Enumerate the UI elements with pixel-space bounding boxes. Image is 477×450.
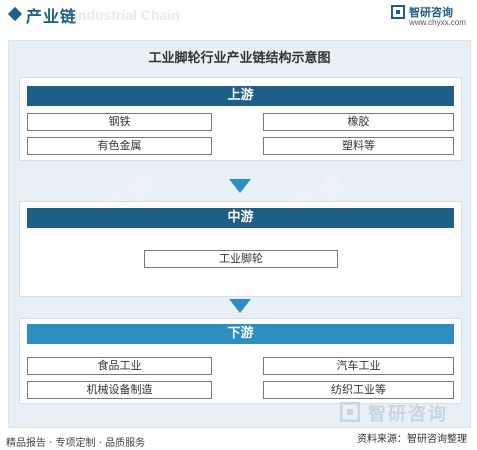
watermark-logo-text: 智研咨询 bbox=[368, 404, 448, 425]
down-arrow-icon bbox=[229, 299, 251, 313]
down-arrow-icon bbox=[229, 179, 251, 193]
footer-slogan: 精品报告 · 专项定制 · 品质服务 bbox=[6, 438, 146, 449]
downstream-item: 汽车工业 bbox=[263, 357, 454, 375]
upstream-item: 橡胶 bbox=[263, 113, 454, 131]
brand-name: 智研咨询 bbox=[409, 6, 453, 19]
page-header: 产业链 Industrial Chain 智研咨询 www.chyxx.com bbox=[0, 0, 477, 30]
midstream-item: 工业脚轮 bbox=[144, 250, 338, 268]
diagram-title: 工业脚轮行业产业链结构示意图 bbox=[148, 51, 331, 66]
upstream-item: 塑料等 bbox=[263, 137, 454, 155]
downstream-panel: 下游 食品工业 汽车工业 机械设备制造 纺织工业等 bbox=[19, 318, 462, 404]
page-footer: 精品报告 · 专项定制 · 品质服务 资料来源：智研咨询整理 bbox=[0, 430, 477, 450]
downstream-item: 机械设备制造 bbox=[27, 381, 212, 399]
midstream-panel: 中游 工业脚轮 bbox=[19, 201, 462, 297]
downstream-item: 食品工业 bbox=[27, 357, 212, 375]
diamond-icon bbox=[7, 6, 23, 22]
midstream-header: 中游 bbox=[27, 208, 454, 228]
diagram-container: 中研咨询 中研咨询 中研咨询 工业脚轮行业产业链结构示意图 上游 钢铁 橡胶 有… bbox=[8, 40, 471, 428]
brand-url: www.chyxx.com bbox=[409, 18, 466, 27]
source-note: 资料来源：智研咨询整理 bbox=[357, 434, 467, 445]
section-title: 产业链 bbox=[26, 7, 78, 26]
upstream-item: 钢铁 bbox=[27, 113, 212, 131]
upstream-panel: 上游 钢铁 橡胶 有色金属 塑料等 bbox=[19, 77, 462, 161]
downstream-item: 纺织工业等 bbox=[263, 381, 454, 399]
brand-logo: 智研咨询 www.chyxx.com bbox=[391, 4, 471, 30]
watermark-mark-icon bbox=[340, 402, 360, 422]
upstream-header: 上游 bbox=[27, 86, 454, 106]
watermark-text: Industrial Chain bbox=[74, 7, 180, 23]
brand-mark-icon bbox=[391, 5, 405, 19]
watermark-logo: 智研咨询 bbox=[330, 398, 470, 426]
upstream-item: 有色金属 bbox=[27, 137, 212, 155]
downstream-header: 下游 bbox=[27, 324, 454, 344]
